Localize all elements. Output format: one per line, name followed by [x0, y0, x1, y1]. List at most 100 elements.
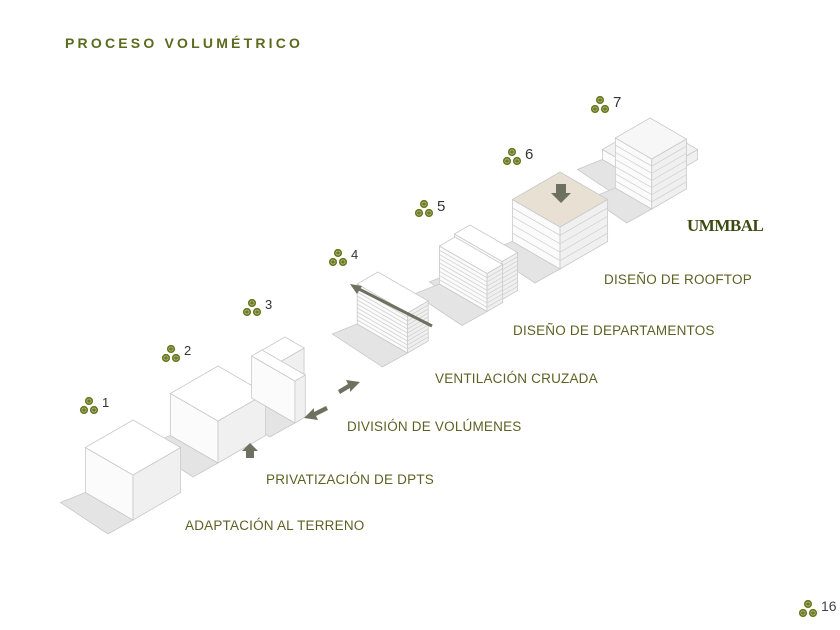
- floor-line: [439, 270, 488, 300]
- floor-line: [357, 307, 408, 338]
- floor-line: [407, 308, 429, 322]
- floor-line: [512, 207, 561, 236]
- volume-step-5-back-top-face: [453, 224, 519, 262]
- volume-step-3-front: [250, 349, 307, 424]
- volume-step-4: [356, 271, 430, 354]
- step-number: 6: [525, 146, 534, 163]
- floor-line: [357, 311, 408, 342]
- floor-line: [486, 285, 503, 295]
- floor-line: [486, 293, 503, 304]
- arrow-right-icon: [338, 380, 360, 394]
- ventilation-arrow-icon: [354, 285, 433, 328]
- label-step-1: ADAPTACIÓN AL TERRENO: [185, 518, 365, 533]
- floor-line: [651, 160, 687, 181]
- floor-line: [486, 272, 503, 283]
- volume-step-1: [84, 419, 182, 521]
- label-step-6: DISEÑO DE ROOFTOP: [604, 272, 752, 287]
- floor-line: [407, 324, 429, 338]
- floor-line: [559, 207, 608, 236]
- step-number: 1: [102, 395, 110, 410]
- floor-line: [651, 181, 687, 203]
- floor-line: [501, 281, 518, 292]
- floor-line: [501, 269, 518, 279]
- floor-line: [357, 319, 408, 350]
- label-step-5: DISEÑO DE DEPARTAMENTOS: [513, 323, 715, 338]
- step-number: 7: [613, 94, 622, 111]
- floor-line: [357, 315, 408, 346]
- floor-line: [615, 173, 652, 196]
- floor-line: [615, 151, 652, 174]
- floor-line: [501, 260, 518, 271]
- triskelion-icon: [160, 343, 182, 368]
- volume-step-5-front-top-face: [438, 236, 504, 274]
- step-marker-4: 4: [327, 247, 358, 272]
- floor-line: [407, 336, 429, 350]
- floor-line: [357, 299, 408, 330]
- floor-line: [501, 273, 518, 283]
- floor-line: [615, 166, 652, 188]
- floor-line: [486, 281, 503, 291]
- step-marker-2: 2: [160, 343, 191, 368]
- floor-line: [615, 144, 652, 167]
- floor-line: [439, 249, 488, 279]
- step-number: 2: [184, 343, 192, 358]
- volume-step-3-front-right-face: [294, 374, 306, 424]
- building-step-7: [614, 117, 688, 210]
- step-number: 5: [437, 198, 446, 215]
- floor-line: [651, 152, 687, 174]
- floor-line: [407, 332, 429, 346]
- floor-line: [357, 295, 408, 326]
- arrow-up-icon: [242, 443, 258, 458]
- floor-line: [486, 276, 503, 287]
- floor-line: [512, 232, 561, 261]
- floor-line: [501, 256, 518, 267]
- floor-line: [439, 279, 488, 308]
- label-step-4: VENTILACIÓN CRUZADA: [435, 371, 598, 386]
- floor-line: [651, 174, 687, 196]
- floor-line: [407, 316, 429, 330]
- triskelion-icon: [241, 297, 263, 322]
- step-marker-5: 5: [413, 198, 445, 223]
- floor-line: [501, 285, 518, 296]
- floor-line: [615, 159, 652, 181]
- triskelion-icon: [589, 94, 611, 119]
- arrow-left-icon: [304, 406, 328, 420]
- triskelion-icon: [501, 146, 523, 171]
- floor-line: [651, 167, 687, 188]
- step-number: 3: [265, 297, 273, 312]
- arrow-down-icon: [551, 184, 571, 203]
- floor-line: [559, 232, 608, 261]
- building-step-7-top-face: [614, 117, 688, 160]
- volume-step-3-front-top-face: [250, 349, 307, 382]
- triskelion-icon: [78, 395, 100, 420]
- step-marker-6: 6: [501, 146, 533, 171]
- floor-line: [501, 264, 518, 275]
- floor-line: [559, 215, 608, 245]
- floor-line: [512, 215, 561, 245]
- ventilation-arrowhead-icon: [350, 284, 362, 294]
- annotations: [242, 184, 571, 458]
- label-step-3: DIVISIÓN DE VOLÚMENES: [347, 419, 522, 434]
- triskelion-icon: [327, 247, 349, 272]
- floor-line: [501, 277, 518, 288]
- triskelion-icon: [413, 198, 435, 223]
- step-marker-3: 3: [241, 297, 272, 322]
- floor-line: [439, 254, 488, 283]
- label-step-2: PRIVATIZACIÓN DE DPTS: [266, 472, 434, 487]
- floor-line: [615, 180, 652, 203]
- floor-line: [439, 275, 488, 304]
- triskelion-icon: [797, 598, 819, 623]
- floor-line: [407, 328, 429, 342]
- floor-line: [486, 289, 503, 300]
- step-marker-7: 7: [589, 94, 621, 119]
- floor-line: [651, 145, 687, 167]
- floor-line: [357, 303, 408, 334]
- floor-line: [486, 268, 503, 279]
- page-number-text: 16: [821, 598, 837, 614]
- floor-line: [439, 266, 488, 295]
- brand-logo-text: UMMBAL: [687, 216, 764, 235]
- page-number: 16: [797, 598, 837, 623]
- floor-line: [439, 262, 488, 291]
- volume-step-2-top-face: [169, 365, 267, 422]
